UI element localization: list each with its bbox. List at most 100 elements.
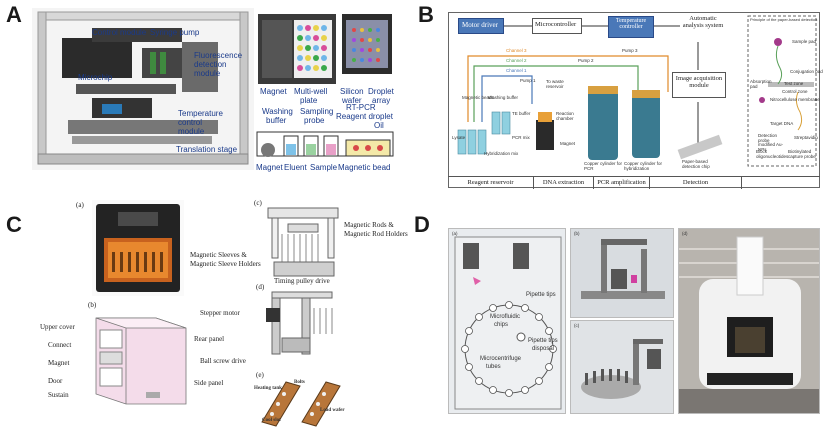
label-sample: Sample — [310, 163, 338, 172]
panel-a-letter: A — [6, 2, 22, 27]
principle-title: Principle of the paper-based detection — [750, 17, 818, 22]
nitrocellulose-label: Nitrocellulose membrane — [770, 97, 820, 102]
label-syringe-pump: Syringe pump — [150, 28, 200, 37]
streptavidin-label: Streptavidin — [794, 135, 818, 140]
target-dna-label: Target DNA — [770, 121, 794, 126]
c-rear-panel: Rear panel — [194, 335, 225, 343]
image-acquisition-label: Image acquisition module — [675, 75, 723, 89]
to-waste-label: To waste reservoir — [546, 79, 564, 89]
label-magnet-top: Magnet — [260, 87, 287, 96]
c-magnetic-rods: Magnetic Rods & — [344, 221, 394, 229]
panel-c-letter: C — [6, 212, 22, 237]
c-door: Door — [48, 377, 63, 385]
c-upper-cover: Upper cover — [40, 323, 75, 331]
c-heating-diagram — [261, 381, 341, 427]
d-sub-a: (a) — [452, 231, 458, 236]
control-zone-label: Control zone — [782, 89, 808, 94]
c-cabinet-diagram — [95, 317, 187, 405]
silicon-droplet-photo — [342, 14, 392, 74]
label-detection: detection — [194, 60, 227, 69]
pump2-label: Pump 2 — [578, 58, 594, 63]
label-rt-pcr: RT-PCR — [346, 103, 376, 112]
label-buffer: buffer — [266, 116, 287, 125]
copper-pcr-label: Copper cylinder for PCR — [584, 161, 623, 171]
sample-pad-label: Sample pad — [792, 39, 817, 44]
label-eluent: Eluent — [284, 163, 307, 172]
panel-b-frame — [448, 12, 820, 188]
c-timing-pulley: Timing pulley drive — [274, 277, 330, 285]
c-sub-a: (a) — [76, 201, 84, 209]
c-sub-c: (c) — [254, 199, 262, 207]
c-magnet: Magnet — [48, 359, 70, 367]
pump3-label: Pump 3 — [622, 48, 638, 53]
microcontroller-label: Microcontroller — [535, 21, 577, 28]
c-load-wafer: Load wafer — [320, 408, 345, 413]
label-reagent-droplet: Reagent droplet — [336, 112, 393, 121]
label-droplet: Droplet — [368, 87, 394, 96]
label-sampling: Sampling — [300, 107, 334, 116]
label-control: control — [178, 118, 203, 127]
reaction-chamber-label: Reaction chamber — [556, 111, 574, 121]
hybridization-mix-label: Hybridization mix — [484, 151, 519, 156]
d-tubes: tubes — [486, 364, 501, 370]
label-magnet-bottom: Magnet — [256, 163, 283, 172]
panel-b-letter: B — [418, 2, 434, 27]
d-side-render — [570, 228, 674, 318]
table-cell-pcr: PCR amplification — [594, 177, 650, 189]
label-control-module: Control module — [92, 28, 147, 37]
label-wafer: wafer — [342, 96, 362, 105]
magnet-multiwell-photo — [258, 14, 336, 84]
c-magnetic-sleeves: Magnetic Sleeves & — [190, 251, 247, 259]
table-cell-reagent: Reagent reservoir — [448, 177, 534, 189]
c-connect: Connect — [48, 341, 72, 349]
c-sub-e: (e) — [256, 371, 264, 379]
automatic-analysis-label: Automatic analysis system — [682, 15, 724, 29]
absorption-pad-label: Absorption pad — [750, 79, 772, 89]
table-cell-dna: DNA extraction — [534, 177, 594, 189]
c-heating-tank: Heating tank — [254, 386, 282, 391]
d-disposal: disposal — [532, 346, 555, 352]
d-microcentrifuge: Microcentrifuge — [480, 356, 522, 362]
label-probe: probe — [304, 116, 325, 125]
label-oil: Oil — [374, 121, 384, 130]
image-acquisition-box — [672, 72, 726, 98]
c-ball-screw: Ball screw drive — [200, 357, 246, 365]
magnetic-beads-label: Magnetic beads — [462, 95, 494, 100]
d-carousel-render — [570, 320, 674, 414]
label-array: array — [372, 96, 391, 105]
washing-buffer-label: Washing buffer — [488, 95, 519, 100]
d-sub-d: (d) — [682, 231, 688, 236]
label-microchip: Microchip — [78, 73, 113, 82]
temperature-controller-box — [608, 16, 654, 38]
c-cool-slot: Cool slot — [262, 418, 281, 423]
c-bolts: Bolts — [294, 380, 305, 385]
motor-driver-label: Motor driver — [462, 21, 498, 29]
pump1-label: Pump 1 — [520, 78, 536, 83]
label-silicon: Silicon — [340, 87, 364, 96]
test-zone-label: Test zone — [784, 81, 804, 86]
d-pipette-disposal: Pipette tips — [528, 338, 558, 344]
label-fluorescence: Fluorescence — [194, 51, 243, 60]
detection-probe-label: Detection probe modified Au-NPs — [758, 133, 784, 152]
c-sub-d: (d) — [256, 283, 265, 291]
label-plate: plate — [300, 96, 318, 105]
device-render-photo — [32, 8, 254, 170]
panel-b-connectors — [457, 15, 817, 167]
channel1-label: Channel 1 — [506, 68, 527, 73]
d-device-photo — [678, 228, 820, 414]
pcr-mix-label: PCR mix — [512, 135, 530, 140]
channel2-label: Channel 2 — [506, 58, 527, 63]
d-sub-c: (c) — [574, 323, 580, 328]
te-buffer-label: TE buffer — [512, 111, 531, 116]
c-drive-diagram — [266, 291, 333, 355]
channel3-label: Channel 3 — [506, 48, 527, 53]
well-strip-diagram — [256, 131, 394, 157]
microcontroller-box — [532, 18, 582, 34]
copper-hyb-label: Copper cylinder for hybridization — [624, 161, 663, 171]
d-chips: chips — [494, 322, 509, 328]
table-cell-detection: Detection — [650, 177, 742, 189]
panel-b-table: Reagent reservoir DNA extraction PCR amp… — [448, 176, 820, 189]
d-overview-diagram — [448, 228, 566, 414]
c-magnetic-sleeve-holders: Magnetic Sleeve Holders — [190, 260, 261, 268]
c-stepper-motor: Stepper motor — [200, 309, 240, 317]
